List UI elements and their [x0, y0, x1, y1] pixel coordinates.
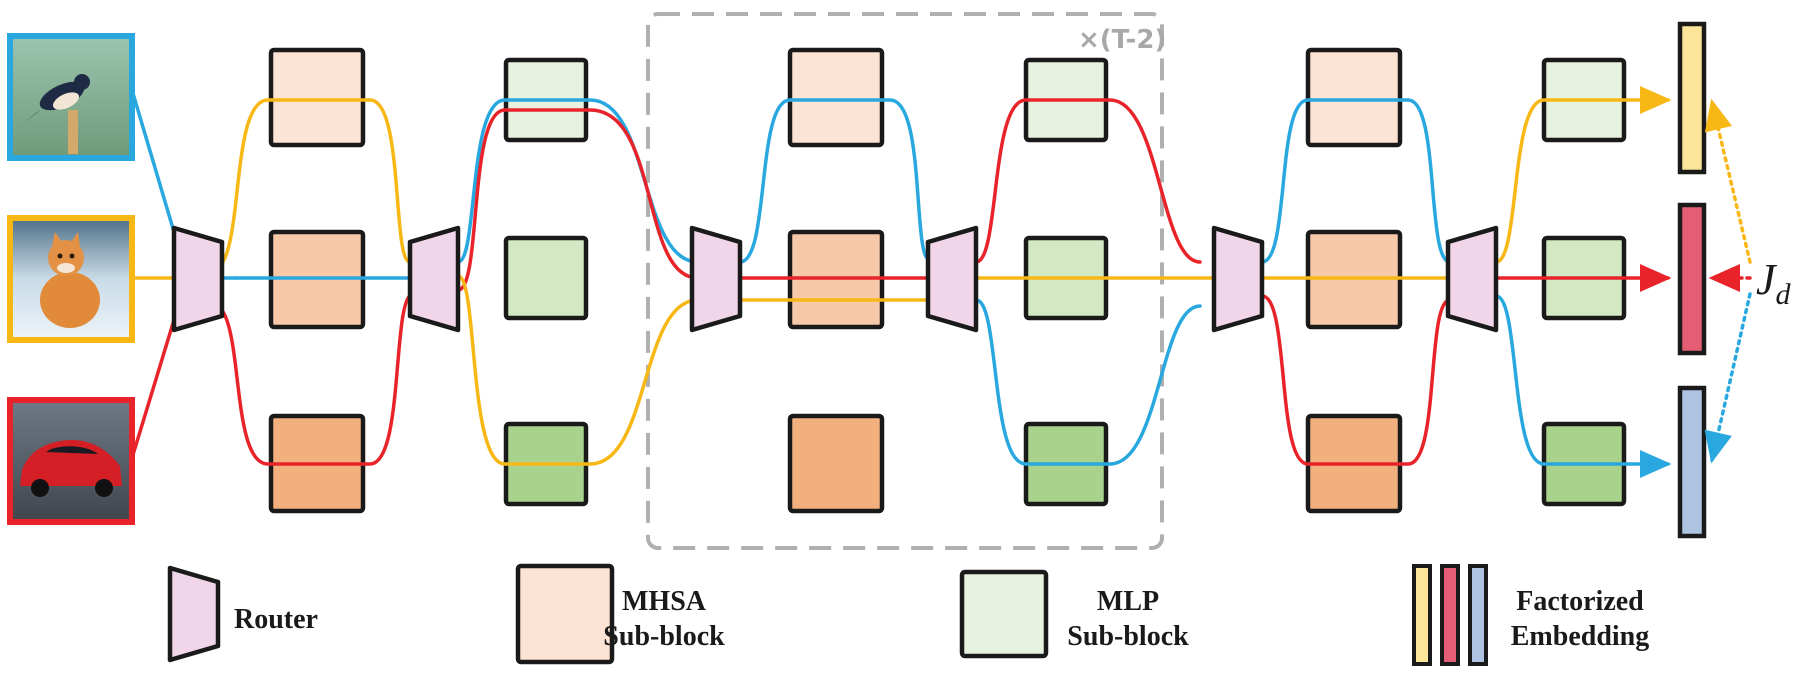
embedding-yellow	[1677, 21, 1707, 175]
input-image-cat	[7, 215, 135, 343]
legend-embedding-label-2: Embedding	[1511, 621, 1650, 652]
legend: Router MHSA Sub-block MLP Sub-block Fact…	[167, 563, 1650, 666]
routes-layer	[128, 86, 1672, 478]
mhsa-block-3-top	[1305, 47, 1403, 148]
target-arrows	[1704, 98, 1752, 464]
legend-mlp-label-1: MLP	[1097, 586, 1159, 617]
input-image-car	[7, 397, 135, 525]
route-r-r1-m1	[210, 292, 414, 466]
mlp-block-1-mid	[503, 235, 589, 321]
legend-mhsa-label-1: MHSA	[622, 586, 707, 617]
input-image-bird	[7, 33, 135, 161]
target-subscript: d	[1776, 278, 1792, 311]
embedding-blue	[1677, 385, 1707, 539]
routers-layer	[171, 225, 1499, 333]
route-r-r2-mlp1	[456, 108, 700, 292]
legend-mlp-icon	[959, 569, 1049, 659]
router-4	[925, 225, 979, 333]
legend-router-label: Router	[234, 604, 318, 635]
legend-embedding-icon-blue	[1468, 564, 1488, 666]
router-5	[1211, 225, 1265, 333]
route-r-r5-m3	[1260, 294, 1452, 466]
router-1	[171, 225, 225, 333]
route-y-r1-m1b	[210, 98, 412, 272]
legend-router-icon	[167, 565, 221, 663]
route-y-r6-out	[1494, 86, 1672, 264]
mhsa-block-2-top	[787, 47, 885, 148]
route-b-r3-m2	[738, 98, 932, 264]
router-2	[407, 225, 461, 333]
route-b-r2-mlp1	[456, 98, 700, 264]
router-6	[1445, 225, 1499, 333]
legend-embedding-label-1: Factorized	[1516, 586, 1644, 617]
legend-embedding-icon-yellow	[1412, 564, 1432, 666]
route-b-r6-out	[1494, 294, 1672, 478]
mhsa-block-1-top	[268, 47, 366, 148]
legend-mhsa-icon	[515, 563, 615, 665]
route-b-r4-mlp2	[974, 298, 1202, 466]
router-3	[689, 225, 743, 333]
blocks-layer	[268, 47, 1627, 514]
legend-mhsa-label-2: Sub-block	[603, 621, 725, 652]
target-label: Jd	[1756, 255, 1792, 311]
legend-mlp-label-2: Sub-block	[1067, 621, 1189, 652]
legend-embedding-icon-red	[1440, 564, 1460, 666]
repeat-frame	[646, 12, 1164, 550]
embedding-red	[1677, 202, 1707, 356]
car-route-in	[130, 318, 176, 460]
mhsa-block-2-bot	[787, 413, 885, 514]
route-r-r4-mlp2	[974, 98, 1202, 264]
repeat-label: ×(T-2)	[1078, 25, 1166, 55]
route-b-r5-m3	[1260, 98, 1452, 264]
route-y-r2-mlp1	[456, 274, 700, 466]
